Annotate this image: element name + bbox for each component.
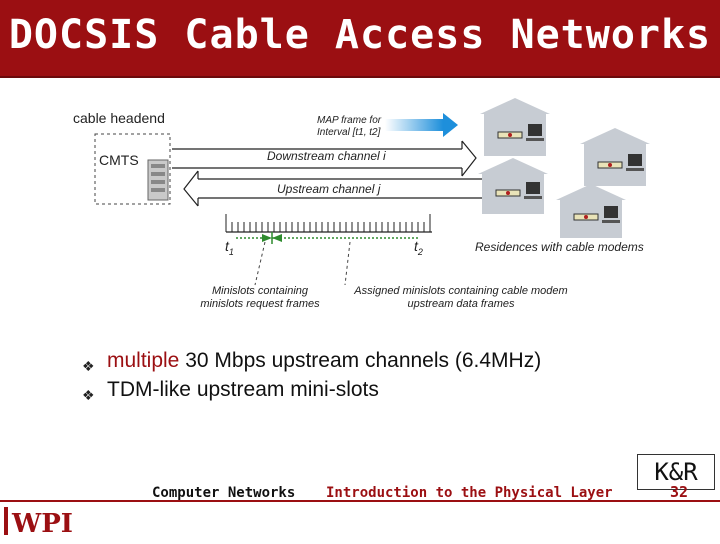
cmts-label: CMTS	[99, 152, 139, 168]
map-frame-arrow	[385, 113, 458, 137]
wpi-logo-text: WPI	[11, 509, 73, 539]
headend-label: cable headend	[73, 110, 165, 126]
title-bar	[0, 0, 720, 78]
interval-marker	[236, 232, 420, 244]
bullet-item: multiple 30 Mbps upstream channels (6.4M…	[107, 349, 541, 373]
cmts-rack-icon	[147, 159, 169, 201]
minislot-req-caption: Minislots containing minislots request f…	[190, 285, 330, 311]
bullet-arrow-icon: ❖	[82, 358, 95, 374]
t1-letter: t	[225, 238, 229, 254]
map-frame-label-line1: MAP frame for	[317, 115, 382, 126]
assigned-pointer	[344, 241, 351, 286]
map-frame-label: MAP frame for Interval [t1, t2]	[317, 115, 381, 139]
map-frame-label-line2: Interval [t1, t2]	[317, 127, 381, 138]
bullet-item: TDM-like upstream mini-slots	[107, 378, 379, 402]
t2-letter: t	[414, 238, 418, 254]
footer-divider	[0, 500, 720, 502]
upstream-arrow	[183, 170, 487, 207]
residences-label: Residences with cable modems	[475, 240, 644, 254]
residence-house-icon	[480, 98, 550, 156]
page-number: 32	[670, 483, 689, 501]
minislot-req-pointer	[254, 241, 266, 286]
bullet-arrow-icon: ❖	[82, 387, 95, 403]
headend-box	[94, 133, 171, 205]
downstream-arrow	[172, 140, 477, 177]
assigned-line1: Assigned minislots containing cable mode…	[354, 285, 568, 297]
t1-label: t1	[225, 238, 234, 257]
slide-title: DOCSIS Cable Access Networks	[8, 12, 712, 58]
minislot-req-line2: minislots request frames	[200, 298, 320, 310]
t2-label: t2	[414, 238, 423, 257]
bullet-accent-word: multiple	[107, 349, 180, 372]
downstream-label: Downstream channel i	[267, 149, 386, 163]
residence-house-icon	[478, 158, 548, 214]
wpi-logo: WPI	[4, 503, 74, 539]
assigned-caption: Assigned minislots containing cable mode…	[338, 285, 584, 311]
t2-subscript: 2	[417, 246, 423, 257]
bullet-rest: TDM-like upstream mini-slots	[107, 378, 379, 401]
footer-course: Computer Networks	[152, 485, 296, 501]
upstream-label: Upstream channel j	[277, 182, 381, 196]
residence-house-icon	[556, 184, 626, 238]
assigned-line2: upstream data frames	[407, 298, 515, 310]
residence-house-icon	[580, 128, 650, 186]
bullet-rest: 30 Mbps upstream channels (6.4MHz)	[179, 349, 542, 372]
minislot-req-line1: Minislots containing	[212, 285, 308, 297]
t1-subscript: 1	[228, 246, 234, 257]
diagram-svg	[94, 98, 650, 286]
kr-badge: K&R	[637, 454, 715, 490]
minislot-timeline	[225, 214, 432, 233]
footer-topic: Introduction to the Physical Layer	[326, 485, 613, 501]
